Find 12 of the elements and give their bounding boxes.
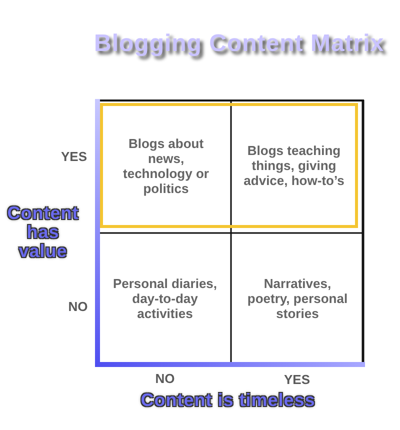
quadrant-text: Narratives, poetry, personal stories — [242, 276, 352, 320]
row-label: YES — [60, 149, 87, 164]
axis-title: Content has value — [6, 204, 80, 261]
highlight-frame — [100, 103, 358, 228]
axis-title: Content is timeless — [140, 391, 316, 410]
column-label: NO — [155, 371, 175, 386]
quadrant-text: Blogs about news, technology or politics — [123, 136, 209, 196]
column-label: YES — [284, 372, 310, 387]
diagram-title: Blogging Content Matrix — [94, 30, 384, 58]
quadrant-text: Personal diaries, day-to-day activities — [105, 276, 225, 320]
quadrant-text: Blogs teaching things, giving advice, how-to’s — [242, 143, 346, 188]
row-label: NO — [68, 299, 88, 314]
